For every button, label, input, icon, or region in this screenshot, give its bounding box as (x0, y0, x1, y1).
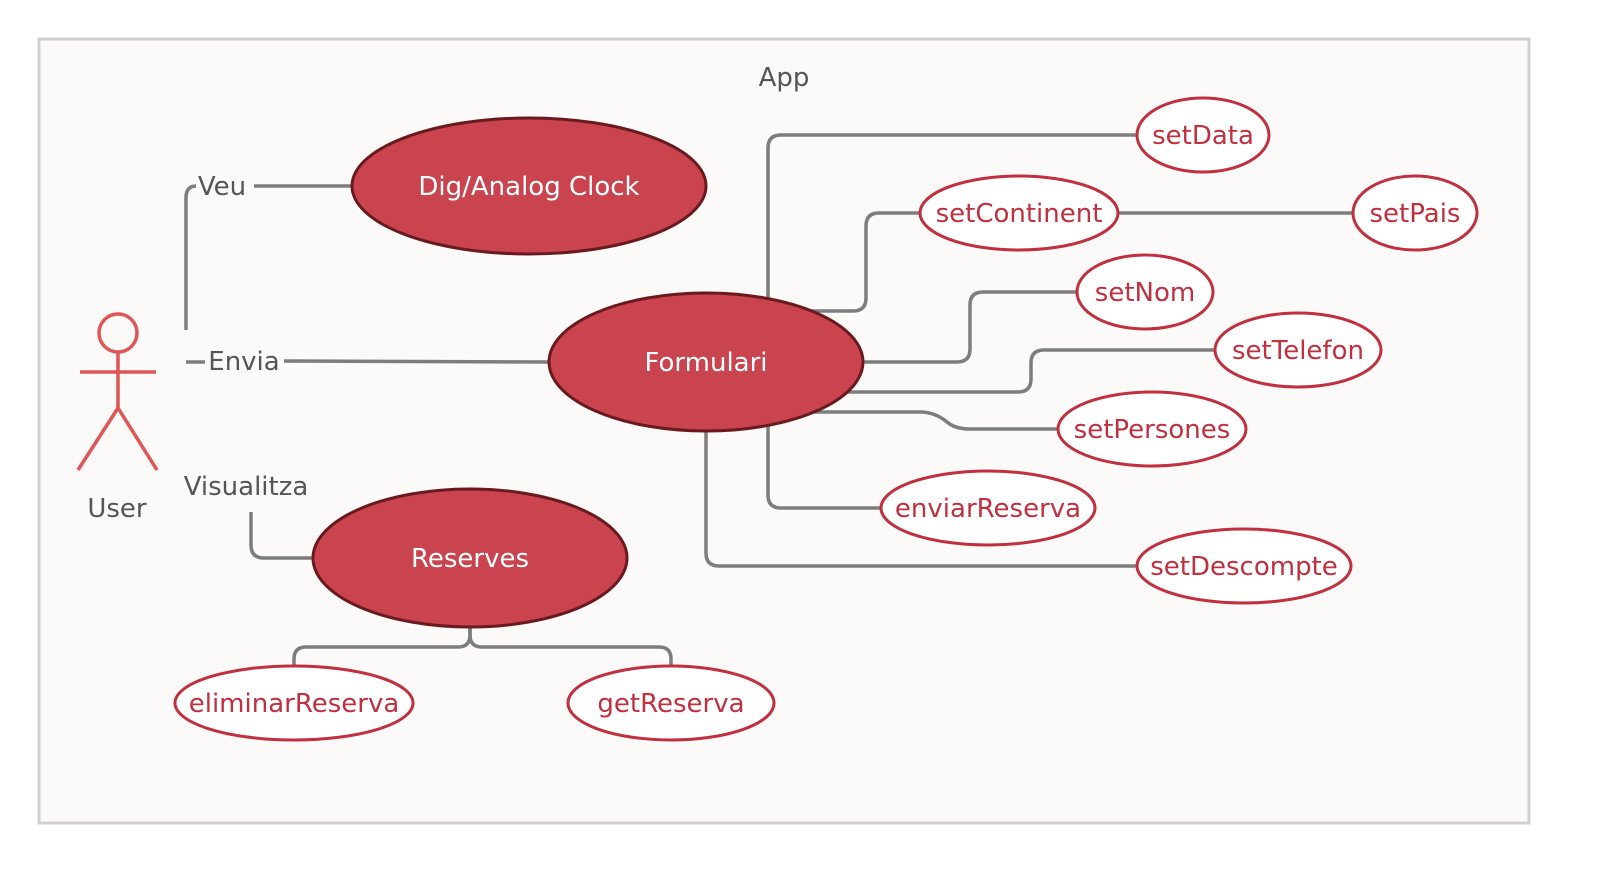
connector-user-veu (184, 184, 197, 330)
connector-formulari-setdescompte (704, 430, 1137, 568)
use-case-reserves[interactable]: Reserves (311, 487, 629, 629)
use-case-clock[interactable]: Dig/Analog Clock (350, 116, 708, 256)
use-case-formulari-label: Formulari (644, 348, 767, 378)
operation-setnom-label: setNom (1095, 278, 1195, 308)
operation-enviarreserva[interactable]: enviarReserva (879, 469, 1097, 547)
system-title: App (759, 63, 810, 93)
connector-formulari-setcontinent (810, 211, 920, 313)
connector-formulari-settelefon (846, 348, 1215, 394)
stick-figure-icon (76, 312, 159, 471)
operation-setnom[interactable]: setNom (1075, 253, 1215, 331)
user-actor: User (76, 312, 159, 524)
edge-label-veu: Veu (198, 172, 246, 202)
operation-setpais[interactable]: setPais (1351, 174, 1479, 252)
connectors (184, 133, 1353, 667)
operation-setcontinent-label: setContinent (936, 199, 1103, 229)
connector-visualitza-reserves (249, 512, 312, 560)
operation-eliminarreserva-label: eliminarReserva (189, 689, 400, 719)
connector-formulari-enviarreserva (766, 424, 881, 510)
operation-settelefon-label: setTelefon (1232, 336, 1364, 366)
operation-setcontinent[interactable]: setContinent (918, 174, 1120, 252)
use-case-reserves-label: Reserves (411, 544, 529, 574)
operation-setdata-label: setData (1152, 121, 1254, 151)
operation-setpais-label: setPais (1370, 199, 1461, 229)
operation-enviarreserva-label: enviarReserva (895, 494, 1081, 524)
connector-reserves-getreserva (468, 627, 673, 667)
operation-setdescompte-label: setDescompte (1150, 552, 1338, 582)
actor-label: User (87, 494, 147, 524)
connector-formulari-setdata (766, 133, 1137, 300)
operation-setpersones[interactable]: setPersones (1056, 390, 1248, 468)
use-case-clock-label: Dig/Analog Clock (418, 172, 639, 202)
operation-setdata[interactable]: setData (1135, 96, 1271, 174)
connector-formulari-setpersones (810, 410, 1058, 431)
operation-getreserva-label: getReserva (597, 689, 744, 719)
use-case-formulari[interactable]: Formulari (547, 291, 865, 433)
operation-getreserva[interactable]: getReserva (566, 664, 776, 742)
edge-label-envia: Envia (208, 347, 279, 377)
edge-label-visualitza: Visualitza (184, 472, 309, 502)
operation-setpersones-label: setPersones (1074, 415, 1231, 445)
operation-eliminarreserva[interactable]: eliminarReserva (173, 664, 415, 742)
connector-envia-formulari (283, 359, 549, 364)
connector-formulari-setnom (860, 290, 1077, 364)
operation-setdescompte[interactable]: setDescompte (1135, 527, 1353, 605)
operation-settelefon[interactable]: setTelefon (1213, 311, 1383, 389)
